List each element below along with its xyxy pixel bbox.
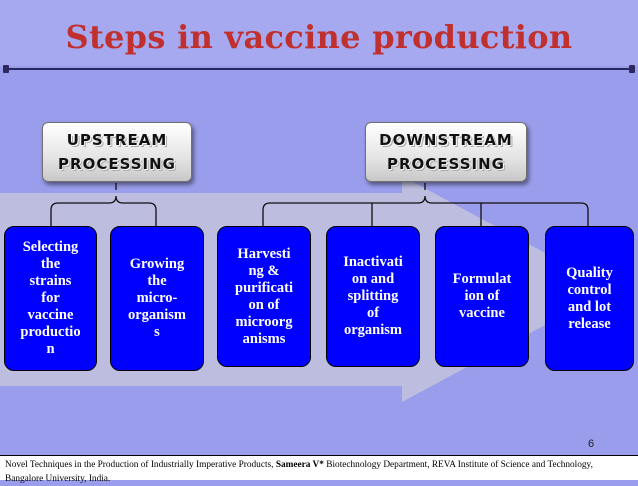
footer-citation: Novel Techniques in the Production of In… xyxy=(5,458,633,486)
footer-bar: Novel Techniques in the Production of In… xyxy=(0,455,638,484)
downstream-processing-box: DOWNSTREAM PROCESSING xyxy=(365,122,527,182)
slide-title: Steps in vaccine production xyxy=(65,18,573,56)
step-growing-microorganisms: Growing the micro- organism s xyxy=(110,226,204,371)
title-band xyxy=(0,0,638,66)
step-label: Inactivati on and splitting of organism xyxy=(343,254,403,338)
step-selecting-strains: Selecting the strains for vaccine produc… xyxy=(4,226,97,371)
step-label: Quality control and lot release xyxy=(566,264,613,332)
step-label: Harvesti ng & purificati on of microorg … xyxy=(235,245,293,347)
upstream-processing-box: UPSTREAM PROCESSING xyxy=(42,122,192,182)
upstream-processing-label: UPSTREAM PROCESSING xyxy=(58,131,176,173)
footer-citation-prefix: Novel Techniques in the Production of In… xyxy=(5,460,276,470)
step-formulation: Formulat ion of vaccine xyxy=(435,226,529,367)
footer-author: Sameera V* xyxy=(275,460,324,470)
title-underline-right-cap xyxy=(629,65,635,73)
upstream-bracket xyxy=(50,195,157,226)
title-underline xyxy=(6,68,632,70)
step-label: Formulat ion of vaccine xyxy=(452,271,512,321)
downstream-bracket xyxy=(262,195,589,226)
page-number: 6 xyxy=(588,438,595,450)
step-quality-control: Quality control and lot release xyxy=(545,226,634,371)
downstream-processing-label: DOWNSTREAM PROCESSING xyxy=(379,131,513,173)
step-label: Growing the micro- organism s xyxy=(128,256,186,340)
step-inactivation-splitting: Inactivati on and splitting of organism xyxy=(326,226,420,367)
step-label: Selecting the strains for vaccine produc… xyxy=(20,239,81,357)
step-harvesting-purification: Harvesti ng & purificati on of microorg … xyxy=(217,226,311,367)
title-underline-left-cap xyxy=(3,65,9,73)
